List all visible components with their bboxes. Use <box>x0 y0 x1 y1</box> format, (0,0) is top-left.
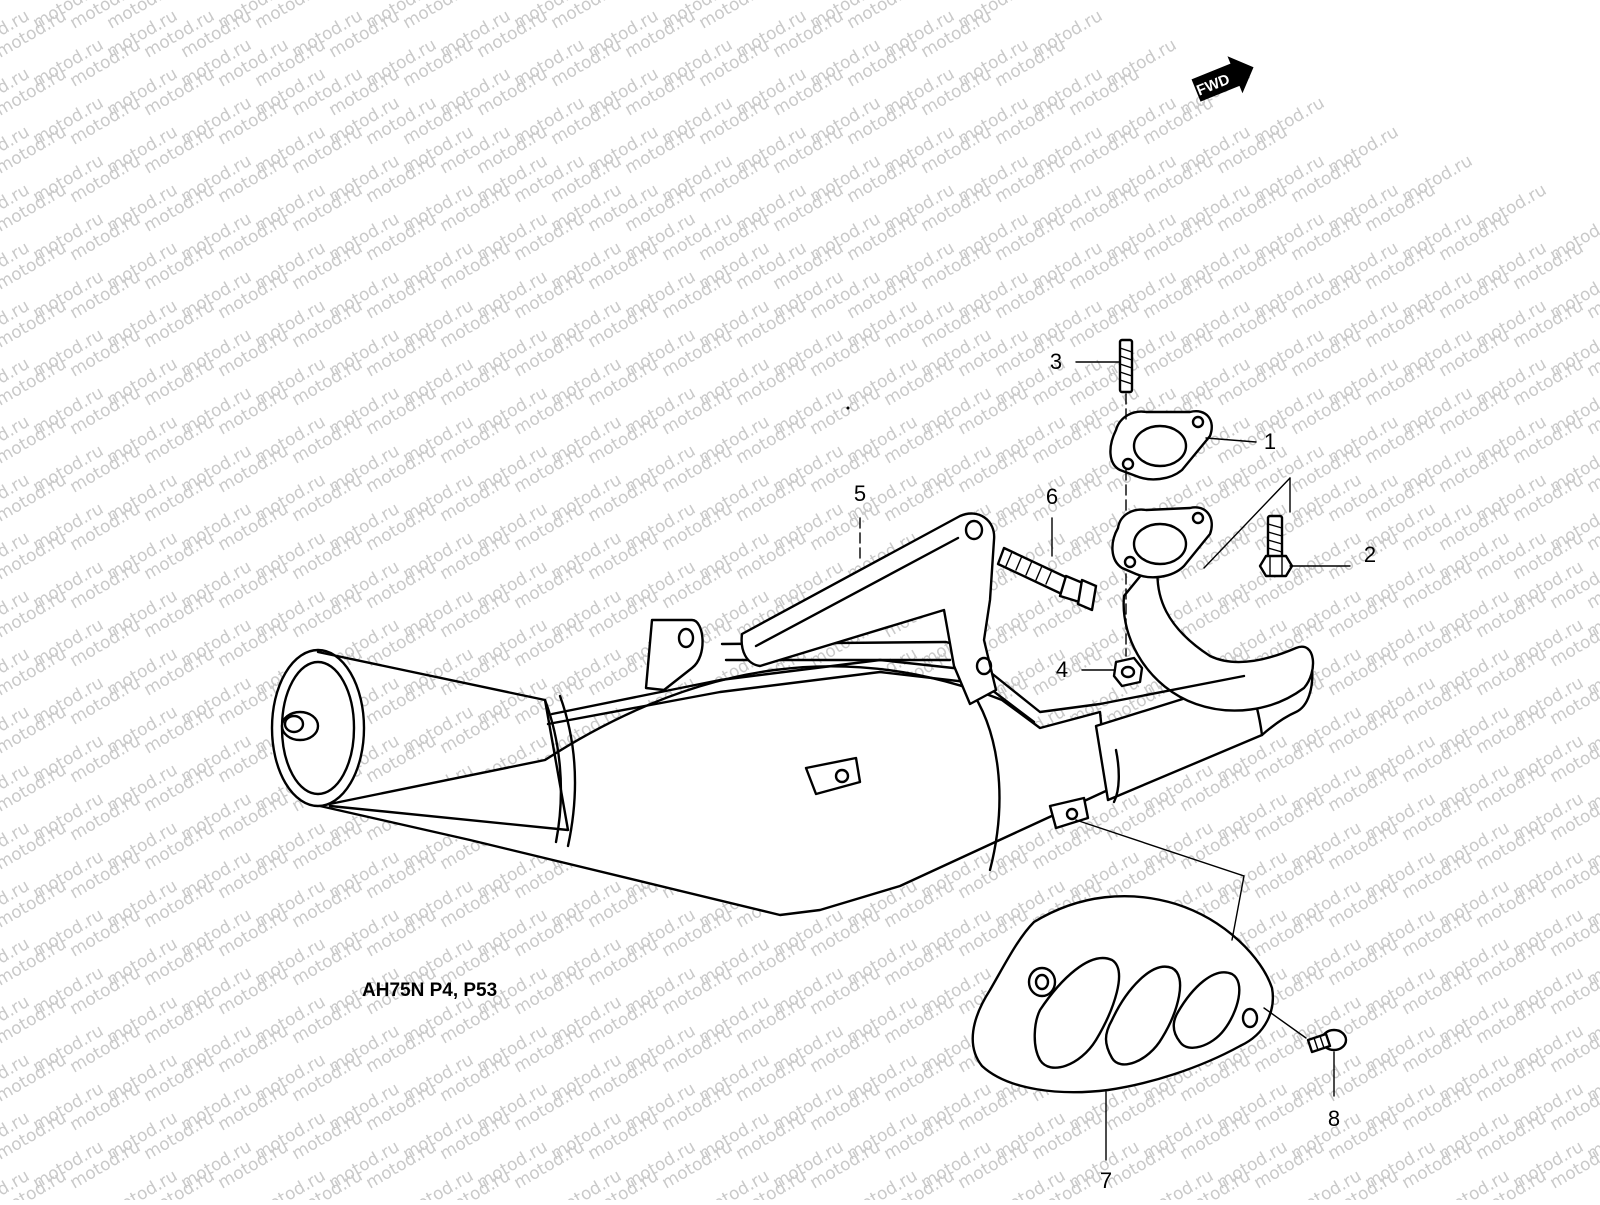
callout-3: 3 <box>1050 349 1062 374</box>
callout-6: 6 <box>1046 484 1058 509</box>
scan-dot <box>847 407 850 410</box>
callout-2: 2 <box>1364 542 1376 567</box>
model-label: AH75N P4, P53 <box>362 980 497 1001</box>
callout-5: 5 <box>854 481 866 506</box>
callout-8: 8 <box>1328 1106 1340 1131</box>
tail-pipe-outlet <box>282 712 318 740</box>
exhaust-stud <box>1120 340 1132 392</box>
exhaust-gasket <box>1110 411 1211 479</box>
callout-1: 1 <box>1264 429 1276 454</box>
callout-4: 4 <box>1056 657 1068 682</box>
exhaust-nut <box>1114 658 1142 686</box>
callout-7: 7 <box>1100 1168 1112 1193</box>
front-bracket <box>646 620 703 690</box>
